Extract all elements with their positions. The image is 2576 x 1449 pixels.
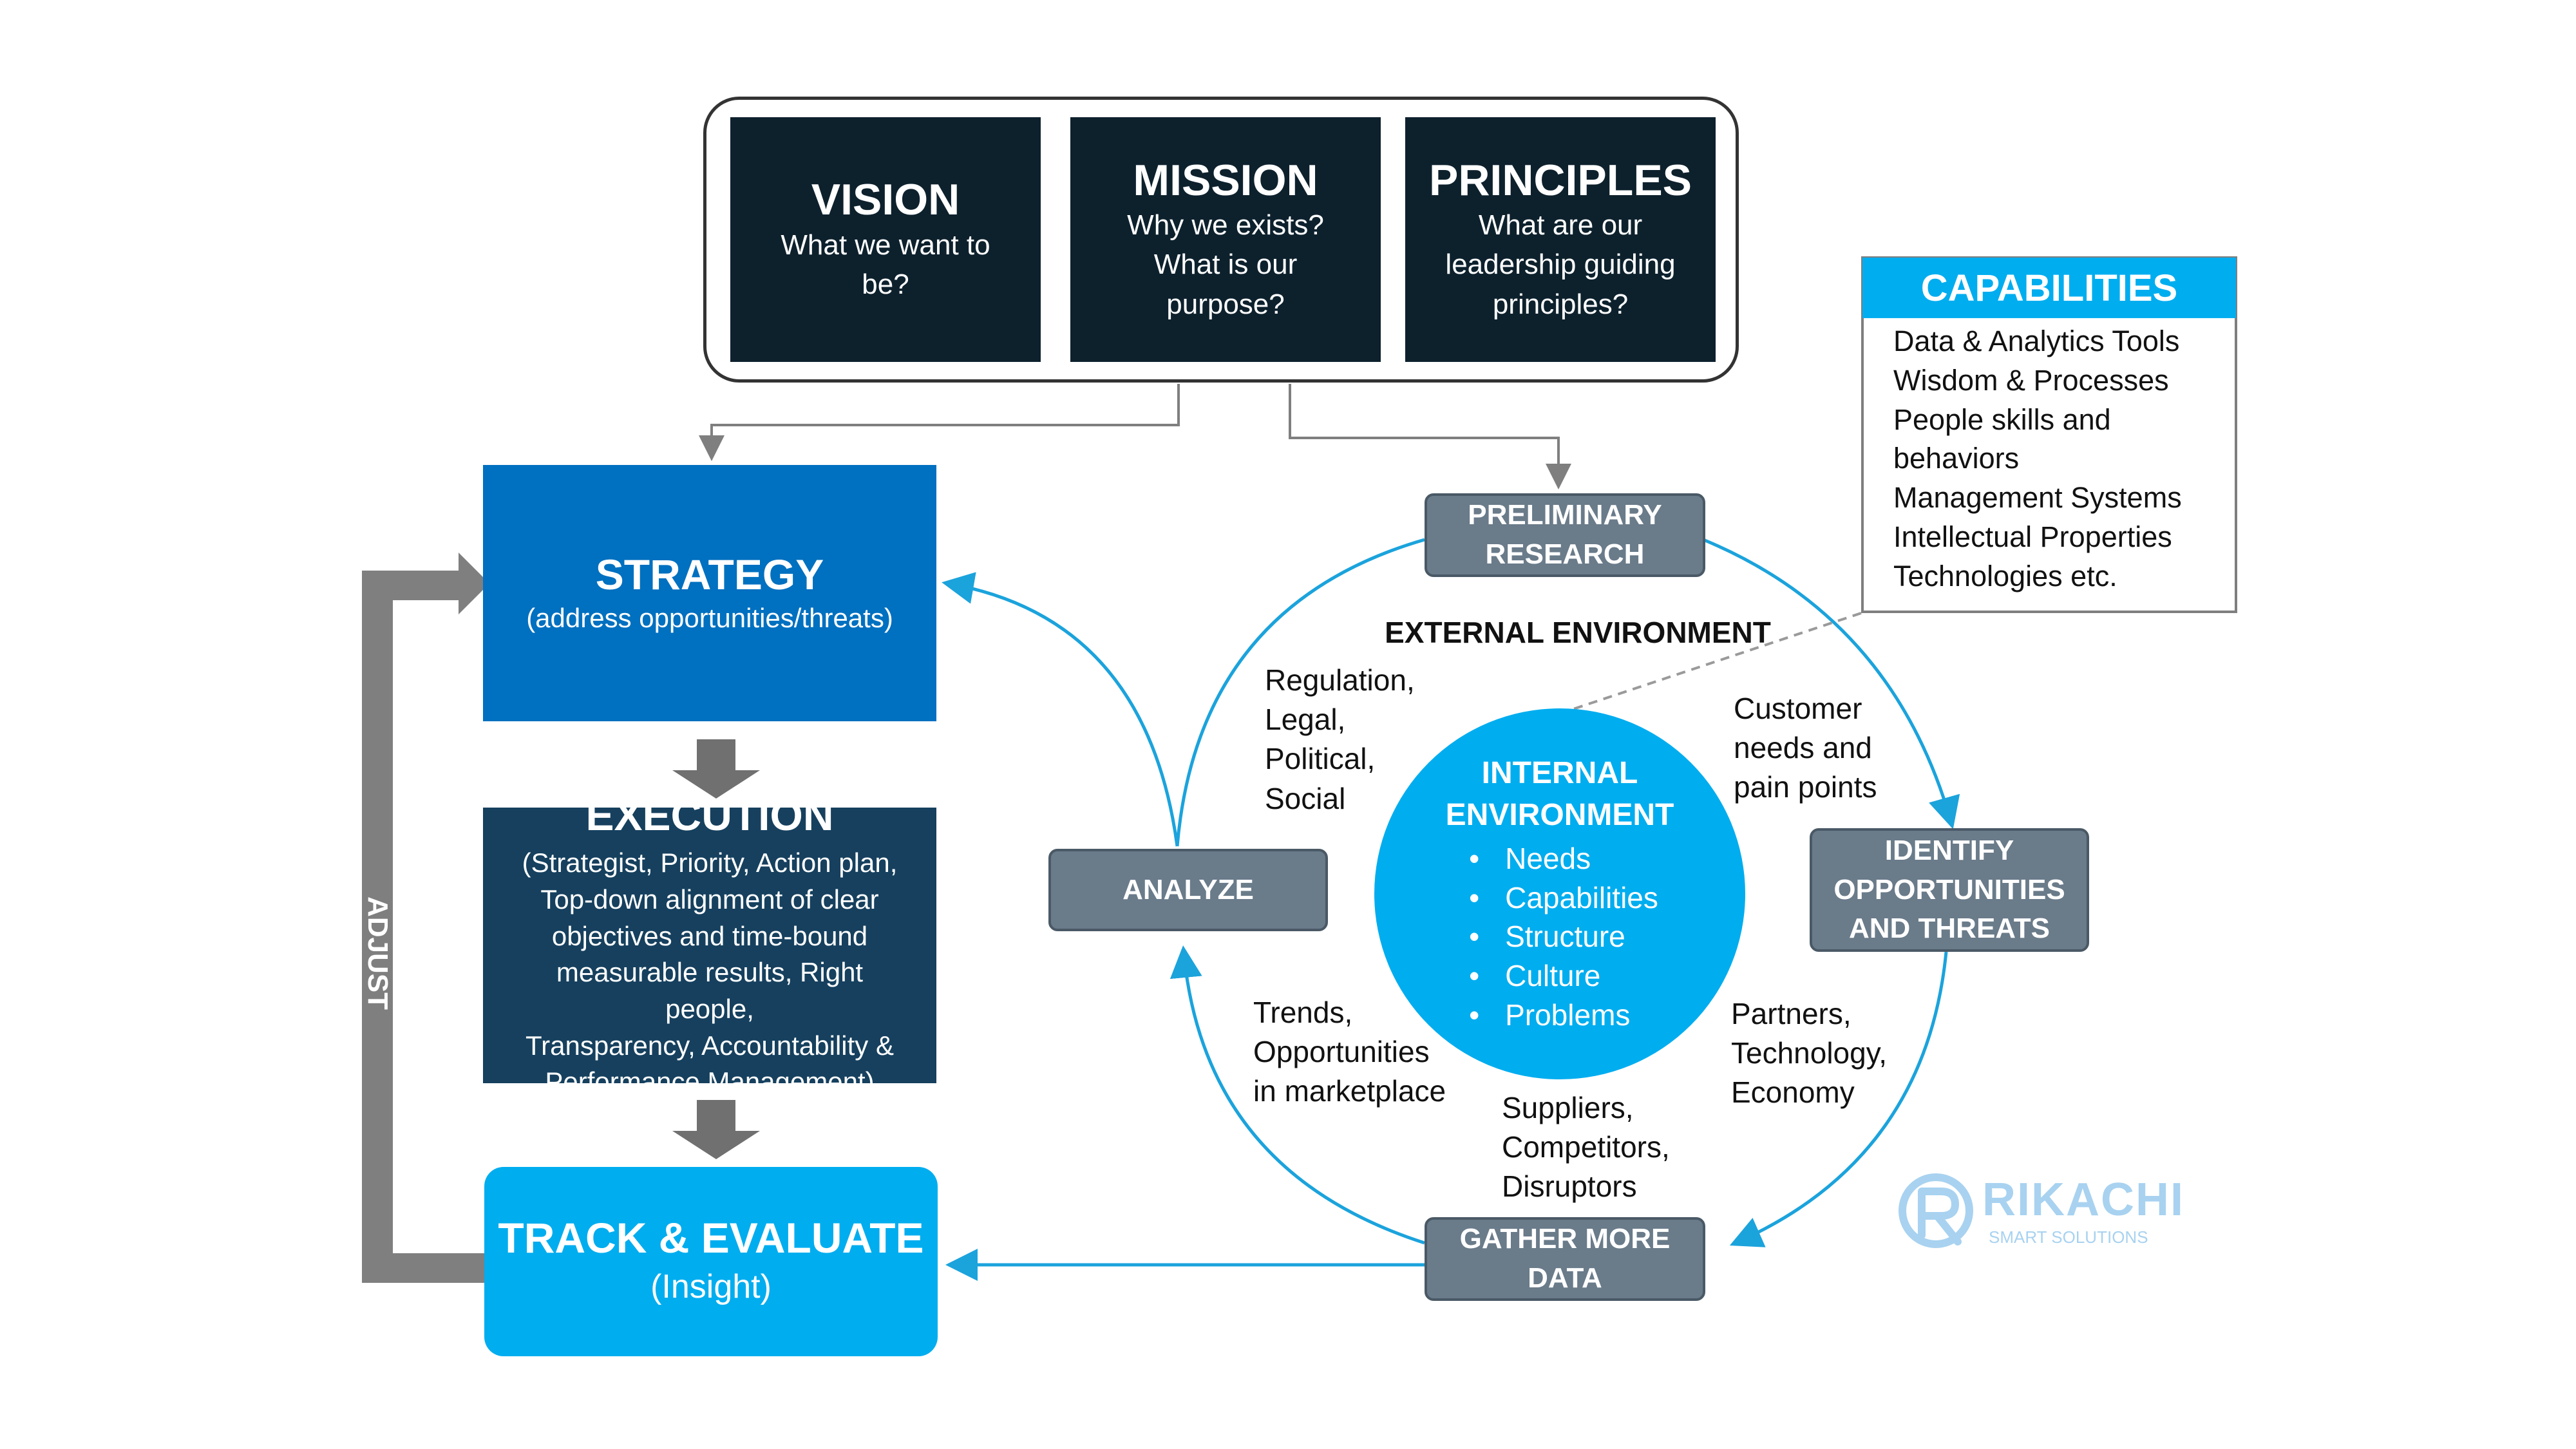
capabilities-item: Management Systems — [1893, 481, 2182, 514]
adjust-loop-arrow — [362, 553, 489, 1283]
principles-text-1: What are our — [1478, 209, 1643, 241]
strategy-title: STRATEGY — [595, 551, 824, 599]
capabilities-item: Intellectual Properties — [1893, 520, 2172, 553]
capabilities-title: CAPABILITIES — [1862, 258, 2236, 318]
internal-item-needs: Needs — [1461, 839, 1658, 878]
execution-box: EXECUTION (Strategist, Priority, Action … — [483, 791, 936, 1097]
principles-text-3: principles? — [1492, 288, 1629, 320]
internal-item-structure: Structure — [1461, 917, 1658, 956]
preliminary-line-2: RESEARCH — [1485, 538, 1645, 570]
execution-text-4: measurable results, Right people, — [556, 957, 864, 1024]
execution-text-5: Transparency, Accountability & — [526, 1030, 894, 1061]
regulation-label: Regulation, Legal, Political, Social — [1265, 663, 1415, 815]
vision-box: VISION What we want to be? — [730, 117, 1041, 362]
capabilities-item: Wisdom & Processes — [1893, 363, 2169, 397]
mission-title: MISSION — [1133, 155, 1318, 205]
analyze-label: ANALYZE — [1122, 873, 1254, 905]
track-subtitle: (Insight) — [650, 1268, 772, 1306]
cycle-arc-analyze-to-preliminary — [1175, 538, 1425, 847]
mission-box: MISSION Why we exists? What is our purpo… — [1070, 117, 1381, 362]
principles-box: PRINCIPLES What are our leadership guidi… — [1405, 117, 1716, 362]
external-environment-title: EXTERNAL ENVIRONMENT — [1385, 616, 1771, 649]
cycle-arc-identify-to-gather — [1729, 951, 1948, 1247]
execution-title: EXECUTION — [585, 791, 834, 839]
execution-text-1: (Strategist, Priority, Action plan, — [522, 848, 898, 878]
partners-label: Partners, Technology, Economy — [1731, 997, 1888, 1110]
execution-text-3: objectives and time-bound — [551, 920, 868, 951]
capabilities-item: Technologies etc. — [1893, 559, 2117, 592]
mission-text-2: What is our — [1153, 249, 1298, 281]
identify-box: IDENTIFY OPPORTUNITIES AND THREATS — [1810, 828, 2089, 952]
vision-text-2: be? — [862, 269, 909, 301]
internal-list: Needs Capabilities Structure Culture Pro… — [1461, 839, 1658, 1035]
vision-text-1: What we want to — [781, 229, 990, 261]
internal-title-1: INTERNAL — [1481, 756, 1638, 791]
vision-title: VISION — [811, 175, 960, 225]
capabilities-list: Data & Analytics Tools Wisdom & Processe… — [1893, 322, 2228, 596]
logo-mark-icon — [1899, 1173, 1973, 1248]
principles-title: PRINCIPLES — [1428, 155, 1692, 205]
capabilities-item: behaviors — [1893, 442, 2020, 475]
logo-name: RIKACHI — [1982, 1174, 2184, 1226]
internal-item-culture: Culture — [1461, 956, 1658, 996]
internal-item-problems: Problems — [1461, 996, 1658, 1035]
capabilities-item: People skills and — [1893, 402, 2111, 436]
gather-line-2: DATA — [1528, 1262, 1602, 1294]
suppliers-label: Suppliers, Competitors, Disruptors — [1502, 1091, 1670, 1204]
mission-text-3: purpose? — [1166, 288, 1285, 320]
mission-text-1: Why we exists? — [1127, 209, 1324, 241]
strategy-box: STRATEGY (address opportunities/threats) — [483, 465, 936, 721]
principles-text-2: leadership guiding — [1445, 249, 1676, 281]
identify-line-2: OPPORTUNITIES — [1833, 873, 2065, 905]
connector-top-to-preliminary — [1289, 384, 1571, 489]
strategy-subtitle: (address opportunities/threats) — [526, 603, 893, 634]
gather-line-1: GATHER MORE — [1459, 1223, 1671, 1255]
gather-data-box: GATHER MORE DATA — [1425, 1217, 1705, 1301]
connector-capabilities-to-internal — [1571, 612, 1862, 711]
internal-environment-circle: INTERNAL ENVIRONMENT Needs Capabilities … — [1374, 708, 1745, 1079]
cycle-arc-preliminary-to-identify — [1703, 538, 1960, 829]
analyze-box: ANALYZE — [1048, 849, 1328, 931]
execution-text-2: Top-down alignment of clear — [540, 884, 879, 914]
capabilities-item: Data & Analytics Tools — [1893, 325, 2180, 357]
down-arrow-execution-track — [672, 1100, 760, 1159]
cycle-arc-gather-to-analyze — [1170, 945, 1425, 1245]
track-title: TRACK & EVALUATE — [498, 1214, 924, 1262]
track-evaluate-box: TRACK & EVALUATE (Insight) — [484, 1167, 938, 1356]
connector-analyze-to-strategy — [942, 572, 1179, 847]
preliminary-research-box: PRELIMINARY RESEARCH — [1425, 493, 1705, 577]
execution-text-6: Performance Management) — [545, 1066, 875, 1097]
identify-line-3: AND THREATS — [1848, 913, 2050, 945]
connector-top-to-strategy — [699, 384, 1180, 461]
logo-tagline: SMART SOLUTIONS — [1989, 1227, 2148, 1247]
down-arrow-strategy-execution — [672, 739, 760, 799]
trends-label: Trends, Opportunities in marketplace — [1253, 996, 1446, 1108]
internal-item-capabilities: Capabilities — [1461, 878, 1658, 918]
identify-line-1: IDENTIFY — [1884, 834, 2014, 866]
internal-title-2: ENVIRONMENT — [1445, 798, 1674, 833]
preliminary-line-1: PRELIMINARY — [1468, 499, 1662, 531]
customer-label: Customer needs and pain points — [1734, 692, 1877, 804]
